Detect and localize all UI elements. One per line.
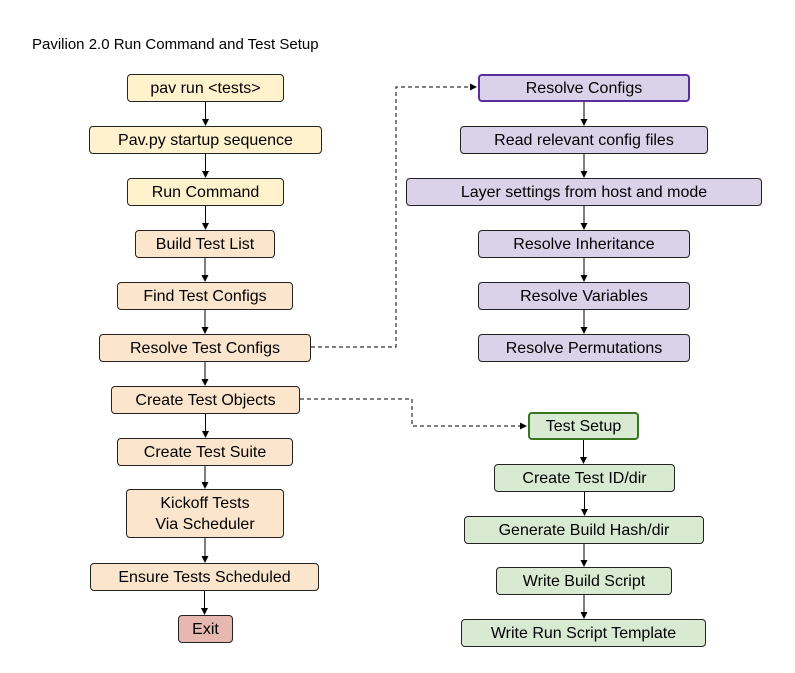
- node-run-command: Run Command: [127, 178, 284, 206]
- node-kickoff-tests: Kickoff Tests Via Scheduler: [126, 489, 284, 538]
- dashed-connector-resolve: [311, 83, 477, 348]
- node-generate-build-hash: Generate Build Hash/dir: [464, 516, 704, 544]
- node-ensure-scheduled: Ensure Tests Scheduled: [90, 563, 319, 591]
- node-find-test-configs: Find Test Configs: [117, 282, 293, 310]
- dashed-connector-setup: [300, 398, 527, 430]
- diagram-title: Pavilion 2.0 Run Command and Test Setup: [32, 36, 319, 53]
- node-create-test-suite: Create Test Suite: [117, 438, 293, 466]
- node-resolve-inheritance: Resolve Inheritance: [478, 230, 690, 258]
- node-create-test-id: Create Test ID/dir: [494, 464, 675, 492]
- node-resolve-test-configs: Resolve Test Configs: [99, 334, 311, 362]
- node-write-build-script: Write Build Script: [496, 567, 672, 595]
- node-exit: Exit: [178, 615, 233, 643]
- node-create-test-objects: Create Test Objects: [111, 386, 300, 414]
- node-resolve-variables: Resolve Variables: [478, 282, 690, 310]
- node-startup: Pav.py startup sequence: [89, 126, 322, 154]
- node-resolve-configs: Resolve Configs: [478, 74, 690, 102]
- node-pav-run: pav run <tests>: [127, 74, 284, 102]
- node-read-config-files: Read relevant config files: [460, 126, 708, 154]
- node-layer-settings: Layer settings from host and mode: [406, 178, 762, 206]
- node-resolve-permutations: Resolve Permutations: [478, 334, 690, 362]
- node-write-run-script: Write Run Script Template: [461, 619, 706, 647]
- node-test-setup: Test Setup: [528, 412, 639, 440]
- node-build-test-list: Build Test List: [135, 230, 275, 258]
